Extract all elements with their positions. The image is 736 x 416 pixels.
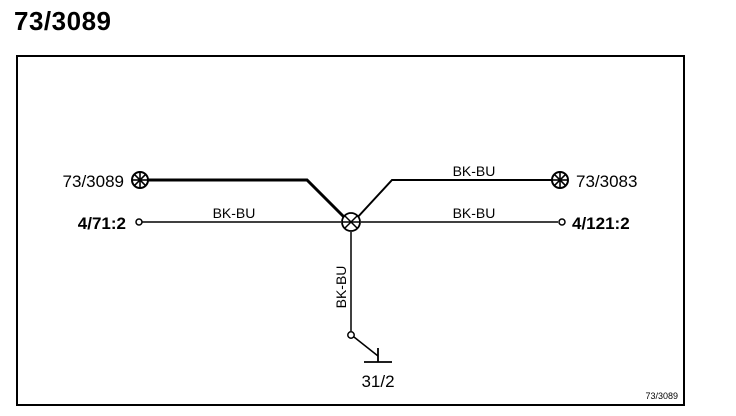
- wire-label-right-mid: BK-BU: [453, 205, 496, 221]
- connector-left-mid-label: 4/71:2: [78, 214, 126, 233]
- connector-left-top-label: 73/3089: [63, 172, 124, 191]
- pin-left-mid-icon: [135, 218, 143, 226]
- connector-right-top-label: 73/3083: [576, 172, 637, 191]
- ground-symbol-icon: [353, 336, 392, 363]
- wire-top-left: [148, 178, 348, 221]
- wire-label-left-mid: BK-BU: [213, 205, 256, 221]
- pin-ground-icon: [347, 331, 355, 339]
- figure-code: 73/3089: [645, 391, 678, 401]
- connector-ground-label: 31/2: [361, 372, 394, 391]
- wire-label-vertical: BK-BU: [333, 266, 349, 309]
- wire-label-top-right: BK-BU: [453, 163, 496, 179]
- pin-right-mid-icon: [558, 218, 566, 226]
- wire-top-right: [355, 179, 552, 220]
- connector-right-top-icon: [551, 171, 569, 189]
- page-title: 73/3089: [14, 6, 112, 36]
- diagram-frame: [16, 55, 685, 406]
- connector-right-mid-label: 4/121:2: [572, 214, 630, 233]
- splice-node-icon: [341, 212, 361, 232]
- connector-left-top-icon: [131, 171, 149, 189]
